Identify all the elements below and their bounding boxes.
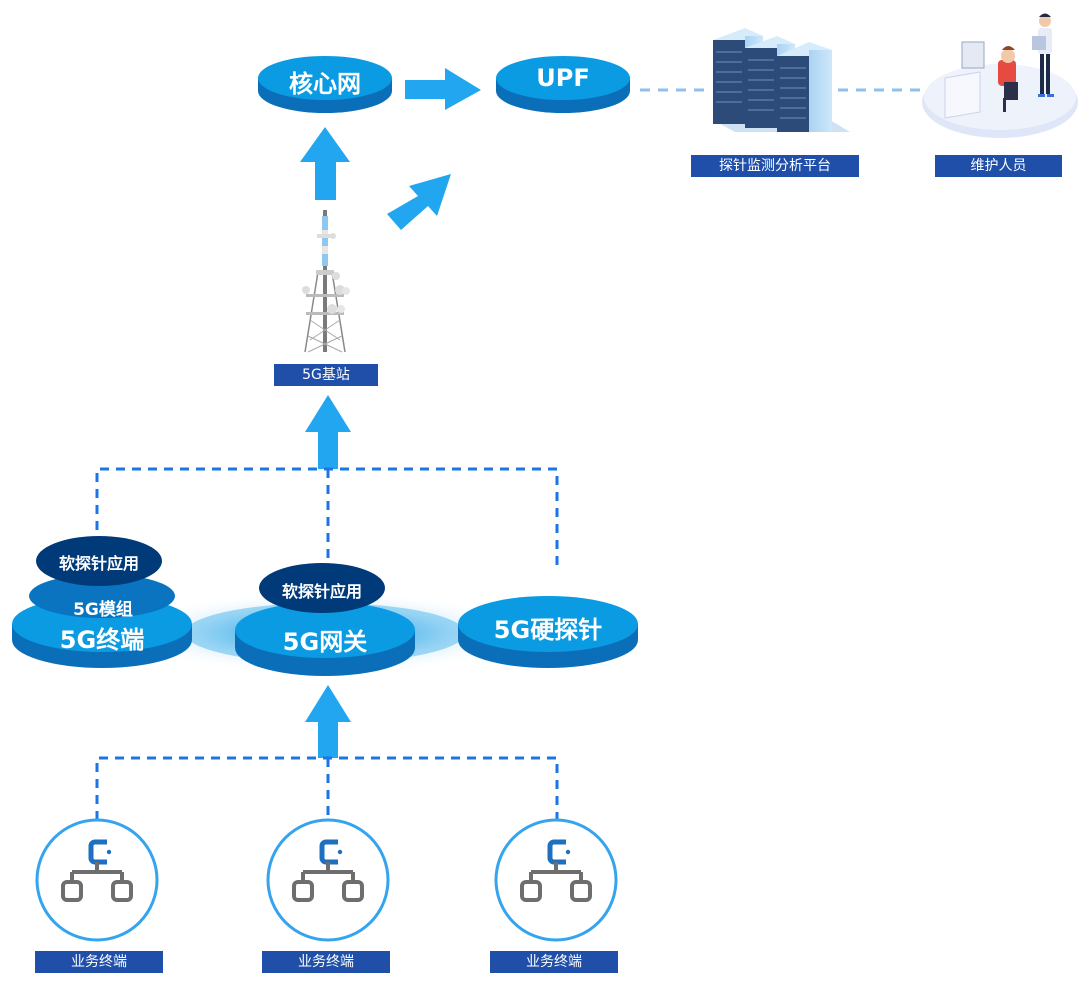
maintenance-staff-icon (922, 13, 1078, 138)
business-terminal-label: 业务终端 (490, 951, 618, 973)
arrow-to-gateway (305, 685, 351, 758)
terminal-stack-node[interactable] (12, 536, 192, 668)
hard-probe-node[interactable] (458, 596, 638, 668)
core-network-label: 核心网 (289, 70, 361, 98)
business-terminal-label: 业务终端 (262, 951, 390, 973)
base-station-tower-icon (302, 210, 350, 353)
gateway-label: 5G网关 (282, 628, 368, 656)
arrow-core-to-upf (405, 68, 481, 110)
terminal-module-label: 5G模组 (73, 600, 133, 620)
arrow-to-base-station (305, 395, 351, 469)
arrow-bs-to-upf (387, 174, 451, 230)
platform-label: 探针监测分析平台 (691, 155, 859, 177)
gateway-node[interactable] (235, 563, 415, 676)
core-network-node[interactable] (258, 56, 392, 113)
business-terminal-icon[interactable] (266, 818, 390, 942)
server-rack-icon (713, 28, 850, 132)
business-terminal-icon[interactable] (35, 818, 159, 942)
upf-label: UPF (536, 64, 590, 92)
terminal-label: 5G终端 (59, 626, 145, 654)
business-terminal-icon[interactable] (494, 818, 618, 942)
business-terminal-label: 业务终端 (35, 951, 163, 973)
hard-probe-label: 5G硬探针 (493, 616, 603, 644)
lower-dashed-bus (95, 756, 559, 820)
base-station-label: 5G基站 (274, 364, 378, 386)
maintenance-label: 维护人员 (935, 155, 1062, 177)
upf-node[interactable] (496, 56, 630, 113)
terminal-soft-probe-label: 软探针应用 (58, 554, 139, 573)
arrow-bs-to-core (300, 127, 350, 200)
gateway-soft-probe-label: 软探针应用 (281, 582, 362, 601)
upper-dashed-bus (95, 467, 559, 570)
